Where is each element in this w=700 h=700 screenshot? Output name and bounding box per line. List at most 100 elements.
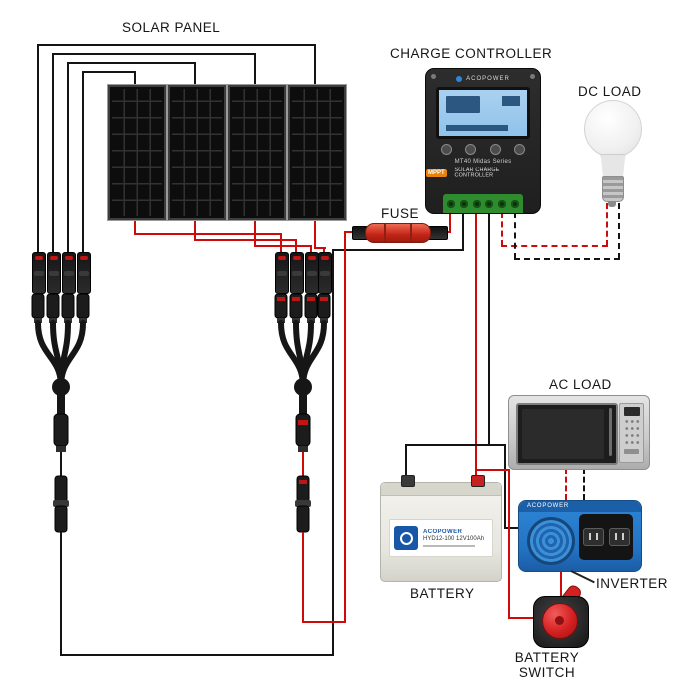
wire-pv-positive <box>323 247 325 253</box>
wire-battery-positive <box>475 212 477 476</box>
controller-buttons <box>426 139 540 155</box>
terminal-screw-icon <box>485 199 494 208</box>
wire-pv-positive-main <box>344 231 353 233</box>
fuse-cable-end <box>428 226 448 240</box>
charge-controller: ACOPOWER MT40 Midas Series MPPT SOLAR CH… <box>425 68 541 214</box>
lcd-segment <box>446 96 480 113</box>
microwave-handle <box>609 408 612 456</box>
controller-model: MT40 Midas Series <box>454 159 512 165</box>
controller-button <box>465 144 477 155</box>
inverter-top-face <box>519 501 641 512</box>
wire-pv-positive-main <box>302 621 346 623</box>
wire-pv-positive <box>194 216 196 241</box>
mc4-branch-connector-negative <box>31 294 90 540</box>
inverter-outlet-panel <box>579 514 633 560</box>
wire-inverter-positive <box>508 469 510 619</box>
label-battery-switch-line2: SWITCH <box>518 665 576 680</box>
wire-pv-negative-main <box>462 212 464 251</box>
solar-panel-4 <box>288 85 346 220</box>
wire-pv-positive <box>314 216 316 249</box>
microwave-ac-load <box>508 395 650 470</box>
wire-battery-negative <box>405 444 407 476</box>
wire-pv-negative-main <box>60 536 62 656</box>
wire-pv-negative <box>194 63 196 86</box>
screw-icon <box>431 74 436 79</box>
wire-inverter-positive <box>560 570 562 598</box>
label-fuse: FUSE <box>381 206 420 221</box>
light-bulb-neck <box>600 154 626 178</box>
battery-label-fineprint <box>423 545 475 547</box>
wire-pv-negative <box>134 72 136 86</box>
wire-pv-negative <box>67 62 69 253</box>
controller-header: ACOPOWER <box>426 69 540 86</box>
ac-outlet-icon <box>608 528 630 546</box>
wire-pv-positive <box>280 233 282 253</box>
wire-pv-positive-main <box>449 212 451 233</box>
controller-type-strip: MPPT SOLAR CHARGE CONTROLLER <box>426 167 540 179</box>
solar-panel-cells <box>112 89 162 216</box>
mc4-branch-connector-positive <box>274 294 331 540</box>
mc4-connector <box>305 252 319 294</box>
ac-outlet-icon <box>582 528 604 546</box>
controller-terminal-block <box>443 194 523 213</box>
label-battery-switch: BATTERY SWITCH <box>511 650 583 680</box>
label-inverter: INVERTER <box>596 576 669 591</box>
wire-pv-positive <box>254 216 256 247</box>
wire-dc-load-positive <box>606 203 608 246</box>
microwave-window <box>522 409 604 459</box>
mc4-connector <box>318 252 332 294</box>
mc4-connector <box>77 252 91 294</box>
wire-battery-negative <box>488 212 490 446</box>
wire-pv-positive <box>134 233 282 235</box>
wire-inverter-negative <box>504 444 506 529</box>
mppt-badge: MPPT <box>426 169 447 177</box>
wire-pv-negative-main <box>332 249 464 251</box>
microwave-open-button <box>624 449 639 454</box>
wire-pv-negative <box>52 53 256 55</box>
battery-switch-knob <box>542 603 578 639</box>
light-bulb-contact-tip <box>608 201 616 207</box>
inverter: ACOPOWER <box>518 500 642 572</box>
inverter-fan-icon <box>527 517 575 565</box>
battery-model: HYD12-100 12V100Ah <box>423 536 485 542</box>
wire-ac-load-positive <box>565 468 567 500</box>
label-battery: BATTERY <box>410 586 475 601</box>
label-dc-load: DC LOAD <box>578 84 642 99</box>
wire-dc-load-positive <box>501 212 503 246</box>
wire-pv-negative <box>314 45 316 86</box>
light-bulb-screw-base <box>602 176 624 202</box>
solar-panel-3 <box>228 85 286 220</box>
label-battery-switch-line1: BATTERY <box>514 650 580 665</box>
light-bulb-glass <box>584 100 642 158</box>
lcd-segment <box>446 125 508 131</box>
battery-brand: ACOPOWER <box>423 529 463 535</box>
wire-pv-positive-main <box>302 536 304 623</box>
label-solar-panel: SOLAR PANEL <box>122 20 221 35</box>
microwave-keypad <box>623 418 640 448</box>
solar-panel-cells <box>172 89 222 216</box>
inverter-leader-line <box>570 570 595 584</box>
wire-pv-positive-main <box>344 231 346 623</box>
terminal-screw-icon <box>498 199 507 208</box>
wire-pv-positive-main <box>445 231 451 233</box>
inline-fuse-holder <box>365 223 431 243</box>
microwave-door <box>516 403 618 465</box>
wire-inverter-negative <box>504 527 521 529</box>
terminal-screw-icon <box>447 199 455 208</box>
wire-pv-positive <box>310 245 312 253</box>
terminal-screw-icon <box>510 199 519 208</box>
wire-pv-negative <box>37 44 39 253</box>
wire-pv-negative <box>82 71 84 253</box>
wire-pv-positive <box>134 216 136 235</box>
wire-dc-load-negative <box>514 258 620 260</box>
solar-panel-cells <box>292 89 342 216</box>
label-charge-controller: CHARGE CONTROLLER <box>390 46 553 61</box>
wire-battery-negative <box>405 444 506 446</box>
mc4-connector <box>62 252 76 294</box>
terminal-screw-icon <box>472 199 481 208</box>
wire-ac-load-negative <box>583 468 585 500</box>
microwave-display <box>623 407 640 416</box>
battery-negative-terminal <box>401 475 415 487</box>
wire-inverter-positive <box>475 469 510 471</box>
controller-button <box>489 144 501 155</box>
